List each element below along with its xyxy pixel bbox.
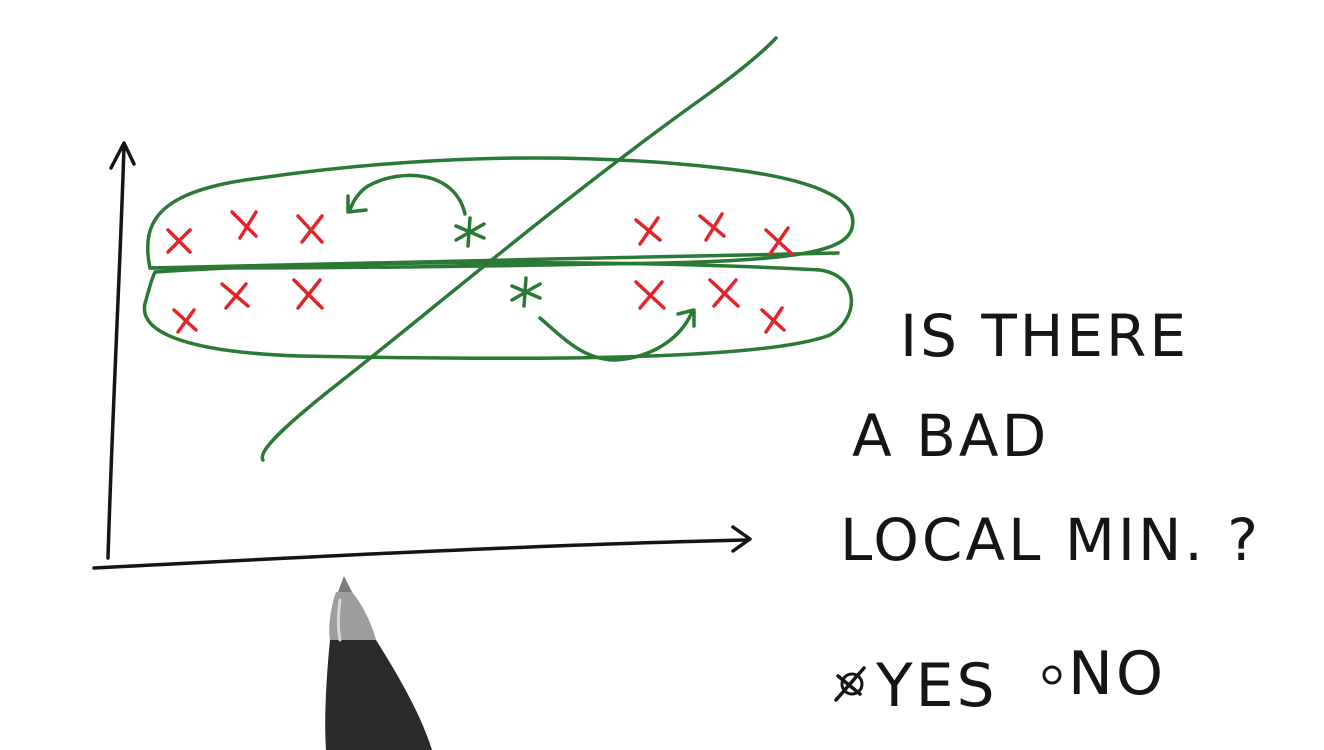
x-mark-icon	[634, 216, 662, 246]
curved-arrow-head	[676, 308, 696, 328]
axes	[92, 141, 752, 570]
x-mark-icon	[760, 306, 786, 334]
star-center-icon	[510, 276, 542, 308]
x-mark-icon	[634, 280, 666, 310]
pen-icon	[325, 576, 432, 750]
radio-selected-icon[interactable]	[840, 672, 864, 696]
radio-empty-icon[interactable]	[1042, 665, 1062, 685]
question-text: IS THERE A BAD LOCAL MIN. ?	[840, 302, 1261, 574]
clusters	[142, 36, 855, 462]
star-center-icon	[454, 216, 486, 248]
radio-selected-check	[834, 666, 866, 702]
x-mark-icon	[698, 212, 726, 242]
cluster-centers	[454, 216, 542, 308]
x-mark-icon	[230, 210, 258, 240]
x-mark-icon	[292, 278, 324, 310]
move-arrows	[346, 173, 696, 362]
x-mark-icon	[220, 282, 250, 310]
answer-options: YES NO	[875, 639, 1166, 721]
x-mark-icon	[296, 214, 324, 244]
question-line-3: LOCAL MIN. ?	[840, 506, 1261, 574]
curved-arrow-head	[346, 194, 368, 214]
upper-cluster-outline	[145, 156, 855, 270]
x-mark-icon	[708, 278, 740, 308]
diagonal-separator-line	[260, 36, 778, 462]
choice-markers	[834, 665, 1062, 702]
data-points	[166, 210, 794, 334]
curved-arrow-icon	[348, 173, 467, 216]
x-mark-icon	[172, 308, 198, 334]
option-no-label[interactable]: NO	[1068, 639, 1166, 709]
question-line-1: IS THERE	[900, 302, 1189, 370]
y-axis-arrowhead	[109, 141, 136, 170]
horizontal-separator-line	[148, 251, 840, 270]
lower-cluster-outline	[142, 260, 854, 361]
option-yes-label[interactable]: YES	[875, 651, 998, 721]
x-mark-icon	[166, 228, 192, 254]
question-line-2: A BAD	[852, 402, 1049, 470]
x-mark-icon	[764, 226, 794, 256]
y-axis	[106, 143, 126, 560]
curved-arrow-icon	[538, 310, 694, 362]
x-axis	[92, 538, 750, 570]
x-axis-arrowhead	[731, 525, 752, 553]
